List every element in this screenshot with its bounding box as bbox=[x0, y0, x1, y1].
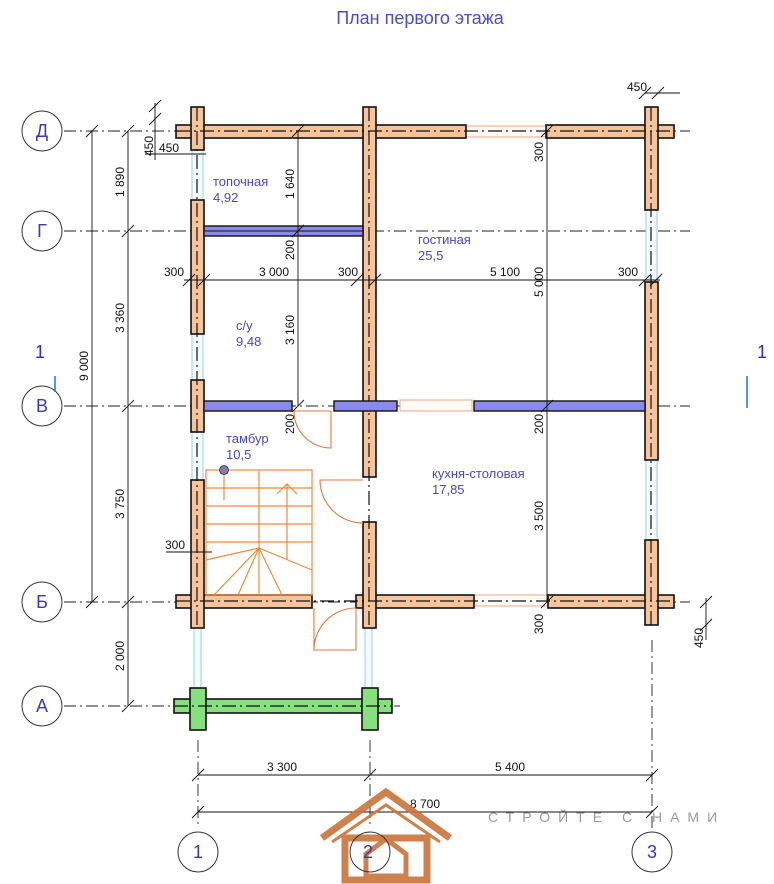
axis-label-1: 1 bbox=[193, 842, 203, 862]
room-name-bathroom: с/у bbox=[236, 318, 253, 333]
svg-text:300: 300 bbox=[532, 614, 546, 634]
axis-label-A: А bbox=[36, 696, 48, 716]
dim-1890: 1 890 bbox=[113, 167, 127, 197]
room-area-kitchen: 17,85 bbox=[432, 482, 465, 497]
dim-9000: 9 000 bbox=[77, 351, 91, 381]
room-name-kitchen: кухня-столовая bbox=[432, 466, 525, 481]
partitions bbox=[203, 225, 646, 412]
bottom-dimensions: 3 300 5 400 8 700 bbox=[191, 760, 659, 819]
svg-text:3 500: 3 500 bbox=[532, 501, 546, 531]
dim-5400: 5 400 bbox=[495, 760, 525, 774]
room-area-bathroom: 9,48 bbox=[236, 334, 261, 349]
dim-3300: 3 300 bbox=[267, 760, 297, 774]
wall-centerlines bbox=[176, 107, 674, 628]
section-mark-left: 1 bbox=[35, 342, 45, 362]
interior-dimensions: 300 3 000 300 5 100 300 1 640 200 3 160 … bbox=[142, 80, 713, 648]
svg-text:200: 200 bbox=[283, 240, 297, 260]
svg-text:300: 300 bbox=[338, 265, 358, 279]
porch-beam bbox=[173, 687, 393, 731]
staircase bbox=[205, 465, 313, 596]
dim-3750: 3 750 bbox=[113, 489, 127, 519]
axis-label-G: Г bbox=[37, 221, 47, 241]
room-area-living: 25,5 bbox=[418, 248, 443, 263]
room-name-boiler: топочная bbox=[213, 174, 268, 189]
dim-2000: 2 000 bbox=[113, 641, 127, 671]
svg-text:450: 450 bbox=[692, 628, 706, 648]
column-axis-markers: 1 2 3 bbox=[177, 831, 673, 873]
svg-text:3 000: 3 000 bbox=[259, 265, 289, 279]
svg-text:300: 300 bbox=[532, 142, 546, 162]
room-area-vestibule: 10,5 bbox=[226, 447, 251, 462]
plan-title: План первого этажа bbox=[336, 8, 505, 28]
dim-8700: 8 700 bbox=[410, 797, 440, 811]
svg-text:5 100: 5 100 bbox=[490, 265, 520, 279]
svg-text:200: 200 bbox=[532, 414, 546, 434]
svg-text:300: 300 bbox=[165, 538, 185, 552]
svg-text:5 000: 5 000 bbox=[532, 267, 546, 297]
watermark-text: СТРОЙТЕ С НАМИ bbox=[488, 808, 725, 825]
left-dimensions: 1 890 3 360 3 750 2 000 9 000 bbox=[77, 124, 135, 713]
watermark-logo bbox=[319, 787, 453, 884]
svg-text:3 160: 3 160 bbox=[283, 315, 297, 345]
axis-label-V: В bbox=[36, 396, 48, 416]
dim-3360: 3 360 bbox=[113, 303, 127, 333]
axis-label-3: 3 bbox=[647, 842, 657, 862]
axis-label-B: Б bbox=[36, 592, 48, 612]
svg-text:300: 300 bbox=[164, 265, 184, 279]
axis-label-2: 2 bbox=[363, 842, 373, 862]
row-axis-markers: Д Г В Б А bbox=[21, 110, 63, 727]
svg-text:450: 450 bbox=[159, 141, 179, 155]
section-mark-right: 1 bbox=[757, 342, 767, 362]
axis-label-D: Д bbox=[36, 121, 48, 141]
room-area-boiler: 4,92 bbox=[213, 190, 238, 205]
room-labels: топочная 4,92 гостиная 25,5 с/у 9,48 там… bbox=[213, 174, 525, 497]
svg-text:450: 450 bbox=[627, 80, 647, 94]
room-name-living: гостиная bbox=[418, 232, 471, 247]
svg-text:200: 200 bbox=[283, 414, 297, 434]
doors bbox=[293, 410, 364, 651]
svg-text:300: 300 bbox=[618, 265, 638, 279]
section-marks: 1 1 bbox=[35, 342, 767, 408]
room-name-vestibule: тамбур bbox=[226, 431, 269, 446]
log-walls bbox=[175, 106, 675, 629]
svg-text:1 640: 1 640 bbox=[283, 169, 297, 199]
svg-text:450: 450 bbox=[142, 136, 156, 156]
